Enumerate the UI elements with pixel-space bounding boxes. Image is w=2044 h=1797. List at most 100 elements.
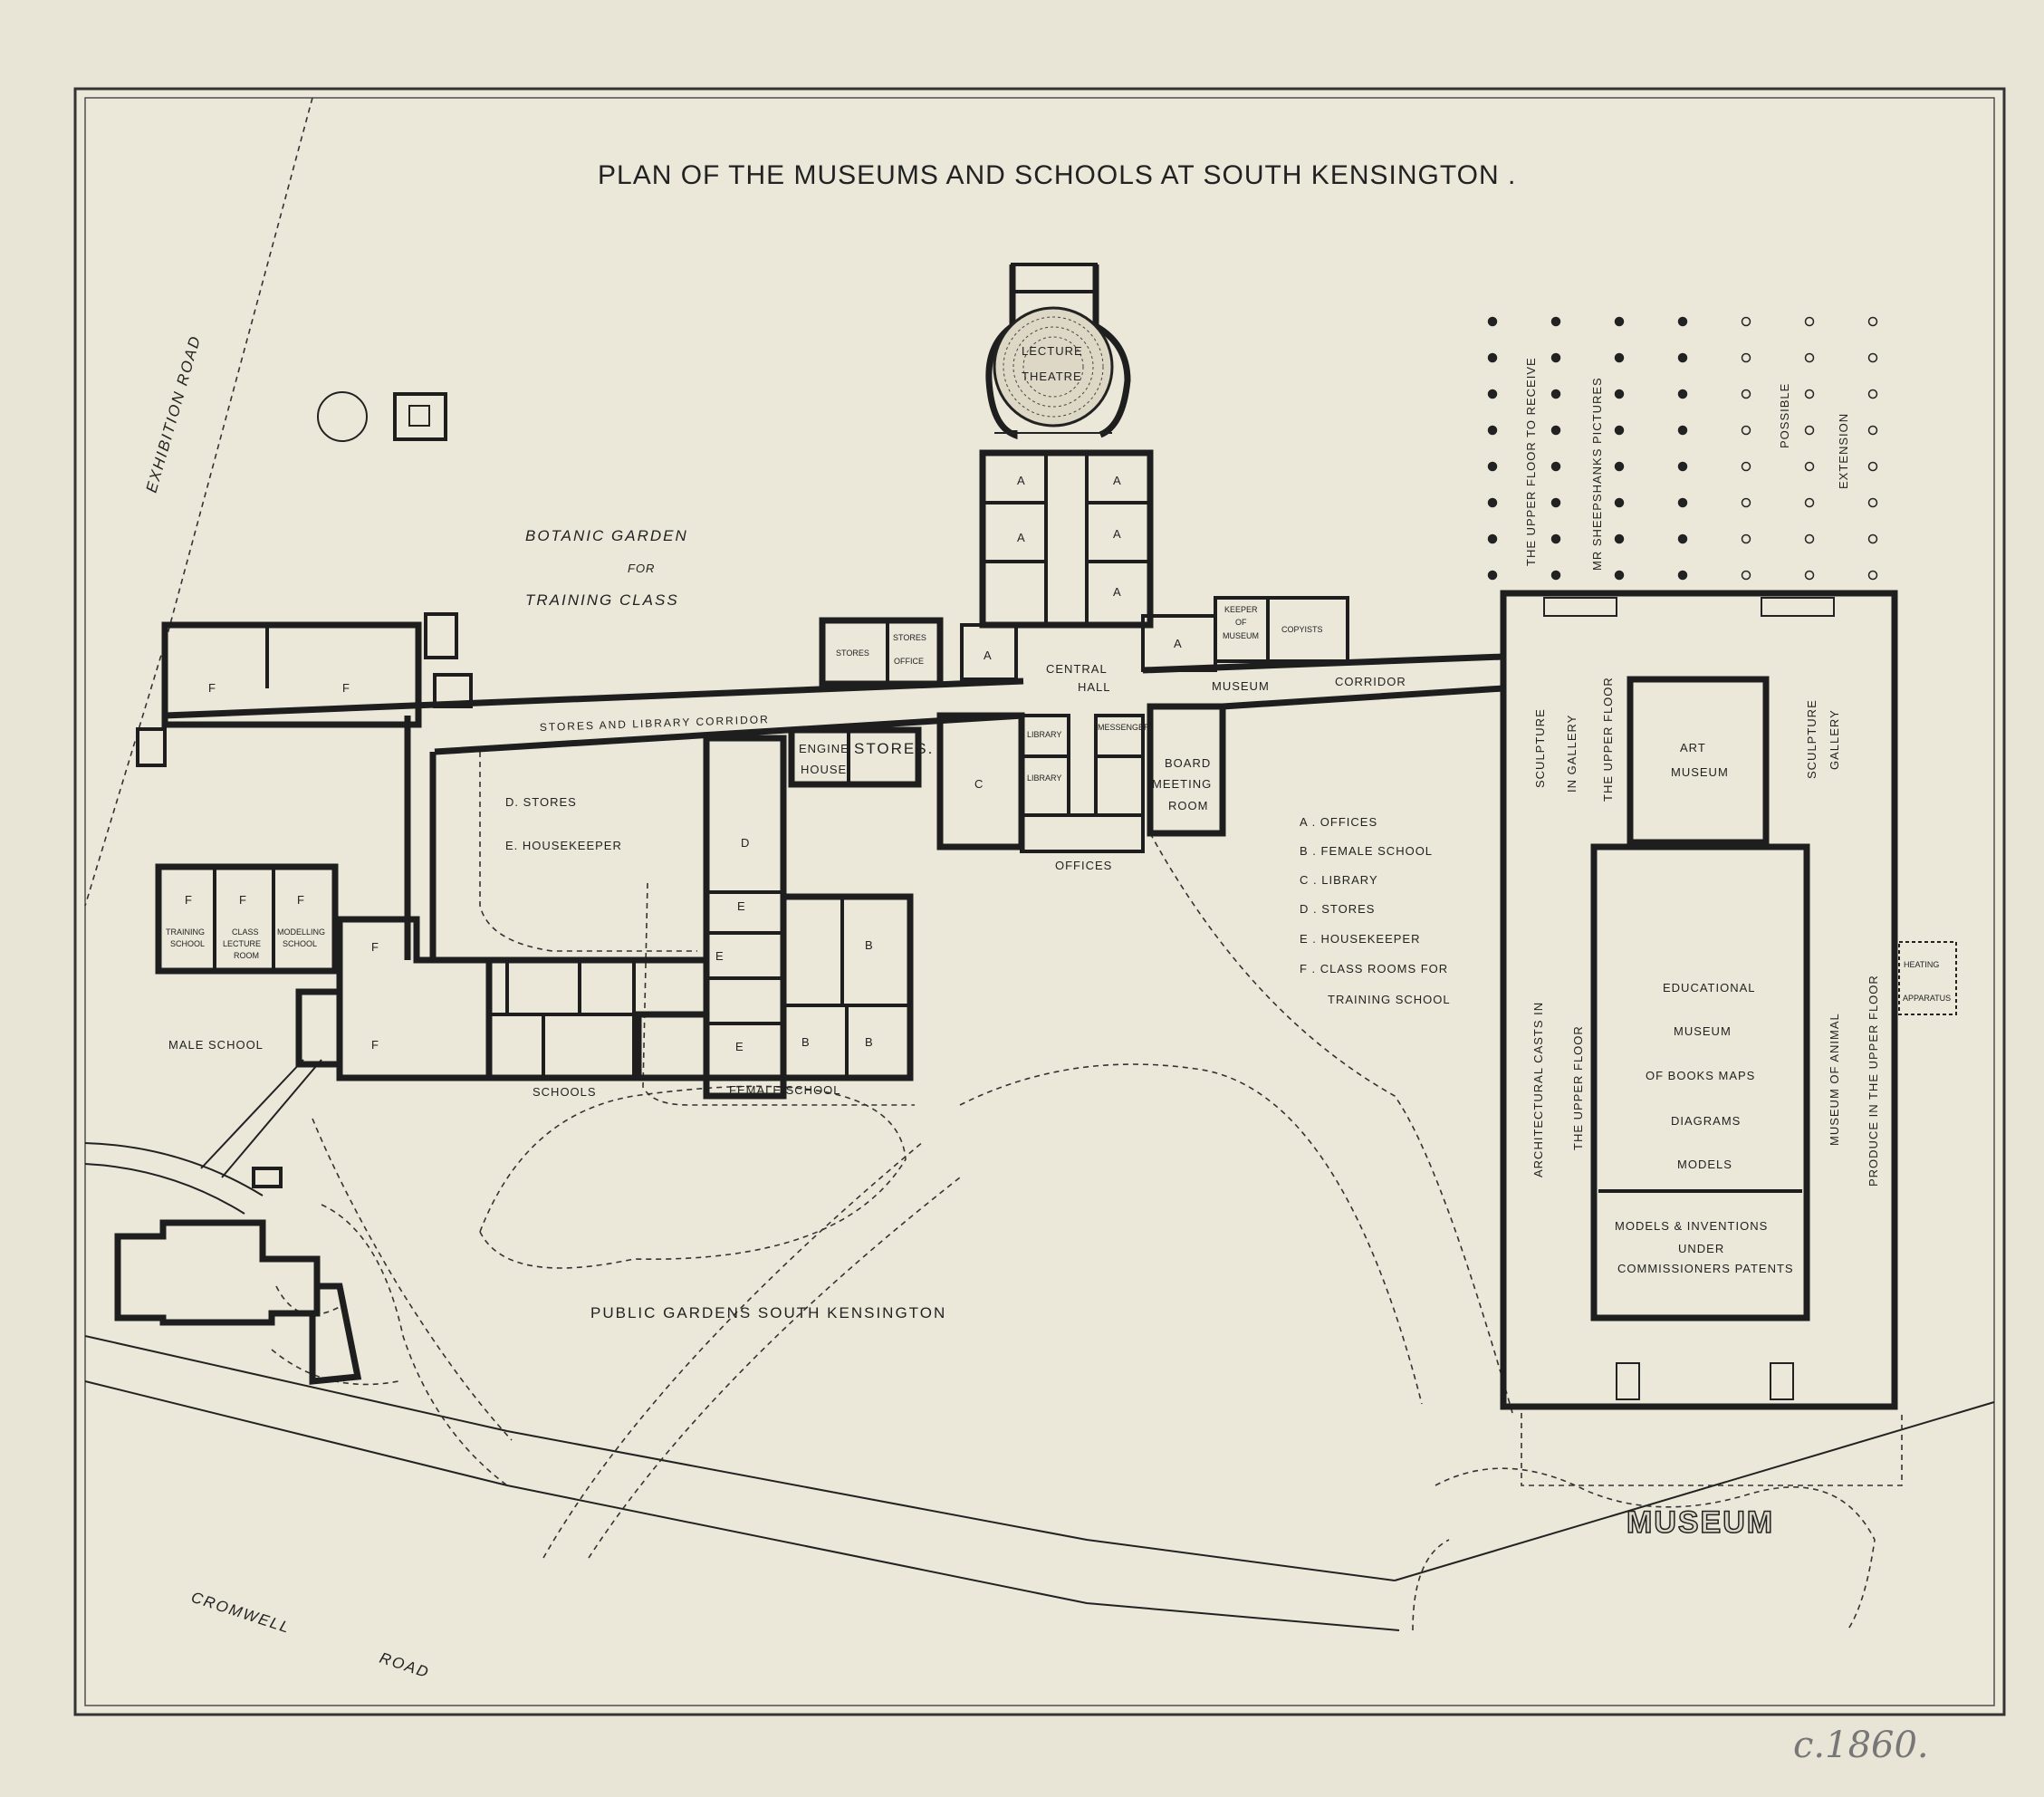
cromwell-road-edge-east <box>1394 1401 1995 1581</box>
animal-produce-label: MUSEUM OF ANIMAL <box>1828 1013 1841 1146</box>
garden-path-east <box>1412 1467 1876 1631</box>
svg-text:MODELS: MODELS <box>1677 1158 1732 1171</box>
e-housekeeper-label: E. HOUSEKEEPER <box>505 839 622 852</box>
svg-text:APPARATUS: APPARATUS <box>1903 994 1951 1003</box>
svg-text:PRODUCE IN THE UPPER FLOOR: PRODUCE IN THE UPPER FLOOR <box>1866 975 1880 1187</box>
svg-text:SCHOOL: SCHOOL <box>283 939 317 948</box>
svg-text:C: C <box>974 777 984 791</box>
garden-path-loop <box>479 1085 907 1269</box>
heating-apparatus <box>1898 941 1957 1015</box>
svg-text:F: F <box>297 893 305 907</box>
svg-text:B: B <box>801 1035 811 1049</box>
svg-text:ART: ART <box>1680 741 1706 754</box>
room-legend: A . OFFICES B . FEMALE SCHOOL C . LIBRAR… <box>1300 815 1451 1006</box>
sheepshanks-label-2: MR SHEEPSHANKS PICTURES <box>1590 377 1604 571</box>
map-inner-border <box>84 97 1995 1706</box>
svg-text:THE UPPER FLOOR: THE UPPER FLOOR <box>1571 1025 1585 1150</box>
svg-text:TRAINING SCHOOL: TRAINING SCHOOL <box>1328 993 1451 1006</box>
svg-text:BOARD: BOARD <box>1165 756 1211 770</box>
theatre-label: THEATRE <box>1022 370 1082 383</box>
schools-label: SCHOOLS <box>533 1085 597 1099</box>
svg-text:A . OFFICES: A . OFFICES <box>1300 815 1377 829</box>
svg-text:STORES.: STORES. <box>854 740 934 757</box>
southwest-house <box>114 1219 321 1326</box>
svg-text:F: F <box>239 893 247 907</box>
svg-text:HOUSE: HOUSE <box>801 763 847 776</box>
extension-label: EXTENSION <box>1837 413 1850 489</box>
svg-text:MEETING: MEETING <box>1152 777 1212 791</box>
svg-text:ENGINE: ENGINE <box>799 742 849 755</box>
map-title: PLAN OF THE MUSEUMS AND SCHOOLS AT SOUTH… <box>598 160 1516 190</box>
training-school-block <box>155 863 339 975</box>
architectural-casts-label: ARCHITECTURAL CASTS IN <box>1531 1002 1545 1177</box>
round-structure <box>317 391 368 442</box>
museum-building <box>1500 590 1898 1410</box>
svg-text:F: F <box>371 940 379 954</box>
central-hall-label: CENTRAL <box>1046 662 1108 676</box>
svg-text:D: D <box>741 836 750 850</box>
svg-text:COMMISSIONERS PATENTS: COMMISSIONERS PATENTS <box>1617 1262 1794 1275</box>
svg-text:A: A <box>1017 531 1026 544</box>
stores-label: STORES <box>836 649 869 658</box>
garden-path-west <box>312 1118 513 1486</box>
svg-text:B: B <box>865 1035 874 1049</box>
svg-text:SCULPTURE: SCULPTURE <box>1805 699 1818 779</box>
offices-label: OFFICES <box>1055 859 1112 872</box>
svg-text:CLASS: CLASS <box>232 927 259 937</box>
board-meeting-room <box>1147 703 1226 837</box>
svg-text:OFFICE: OFFICE <box>894 657 924 666</box>
svg-text:SCHOOL: SCHOOL <box>170 939 205 948</box>
svg-text:HEATING: HEATING <box>1904 960 1939 969</box>
svg-text:COPYISTS: COPYISTS <box>1281 625 1323 634</box>
svg-text:C . LIBRARY: C . LIBRARY <box>1300 873 1378 887</box>
svg-text:IN GALLERY: IN GALLERY <box>1565 715 1579 793</box>
svg-text:SCULPTURE: SCULPTURE <box>1533 708 1547 788</box>
svg-text:F: F <box>371 1038 379 1052</box>
svg-text:A: A <box>1174 637 1183 650</box>
curved-drive <box>84 1142 264 1215</box>
square-structure <box>393 392 447 441</box>
svg-text:DIAGRAMS: DIAGRAMS <box>1671 1114 1741 1128</box>
svg-text:LECTURE: LECTURE <box>223 939 261 948</box>
museum-label: MUSEUM <box>1627 1505 1774 1540</box>
svg-text:E: E <box>715 949 725 963</box>
art-museum-court <box>1627 676 1770 846</box>
svg-text:MUSEUM: MUSEUM <box>1223 631 1259 640</box>
svg-text:A: A <box>1113 527 1122 541</box>
svg-text:ROOM: ROOM <box>234 951 259 960</box>
lecture-theatre-dome <box>993 306 1114 428</box>
lecture-label: LECTURE <box>1022 344 1083 358</box>
north-wing <box>979 449 1154 629</box>
svg-text:B . FEMALE SCHOOL: B . FEMALE SCHOOL <box>1300 844 1433 858</box>
cromwell-road-edge-north <box>84 1335 1396 1581</box>
svg-text:OF BOOKS MAPS: OF BOOKS MAPS <box>1646 1069 1755 1082</box>
educational-museum-court <box>1590 843 1810 1321</box>
svg-text:E . HOUSEKEEPER: E . HOUSEKEEPER <box>1300 932 1420 946</box>
room-f-label-1: F <box>208 681 216 695</box>
female-school-block <box>635 893 914 1081</box>
male-school-label: MALE SCHOOL <box>168 1038 264 1052</box>
svg-text:TRAINING: TRAINING <box>166 927 205 937</box>
engine-house <box>788 726 922 788</box>
possible-label: POSSIBLE <box>1778 383 1791 448</box>
svg-text:A: A <box>1017 474 1026 487</box>
svg-text:GALLERY: GALLERY <box>1828 709 1841 770</box>
room-f-label-2: F <box>342 681 350 695</box>
museum-corridor <box>1142 653 1504 710</box>
stores-housekeeper-block <box>703 735 787 1100</box>
svg-text:MESSENGER: MESSENGER <box>1098 723 1150 732</box>
female-school-label: FEMALE SCHOOL <box>729 1083 841 1097</box>
svg-text:F . CLASS ROOMS FOR: F . CLASS ROOMS FOR <box>1300 962 1448 975</box>
svg-text:KEEPER: KEEPER <box>1224 605 1258 614</box>
garden-path-diagonal <box>542 832 1513 1559</box>
sheepshanks-gallery-colonnade <box>1487 316 1688 581</box>
museum-forecourt <box>1521 1413 1903 1486</box>
public-gardens-label: PUBLIC GARDENS SOUTH KENSINGTON <box>590 1304 946 1321</box>
schools-main <box>489 956 710 1081</box>
svg-text:MODELLING: MODELLING <box>277 927 325 937</box>
svg-text:OF: OF <box>1235 618 1247 627</box>
svg-text:EDUCATIONAL: EDUCATIONAL <box>1663 981 1756 995</box>
svg-text:D . STORES: D . STORES <box>1300 902 1375 916</box>
svg-text:MUSEUM: MUSEUM <box>1671 765 1729 779</box>
svg-text:A: A <box>984 649 993 662</box>
